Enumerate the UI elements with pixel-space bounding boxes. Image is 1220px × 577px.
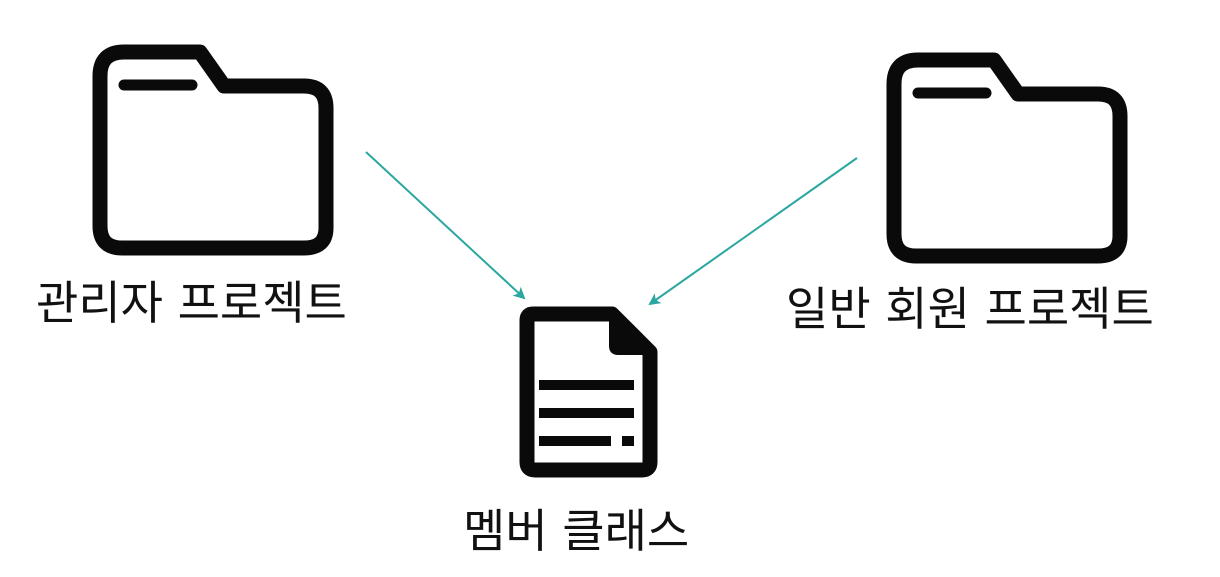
admin-project-label: 관리자 프로젝트 xyxy=(36,276,347,330)
arrow-member-to-class xyxy=(648,157,858,306)
member-class-label: 멤버 클래스 xyxy=(463,504,690,558)
folder-icon-member-project xyxy=(886,52,1128,264)
arrow-admin-to-class xyxy=(365,151,526,300)
member-project-label: 일반 회원 프로젝트 xyxy=(786,282,1154,336)
folder-icon-admin-project xyxy=(92,44,334,256)
document-icon-member-class xyxy=(519,306,658,478)
